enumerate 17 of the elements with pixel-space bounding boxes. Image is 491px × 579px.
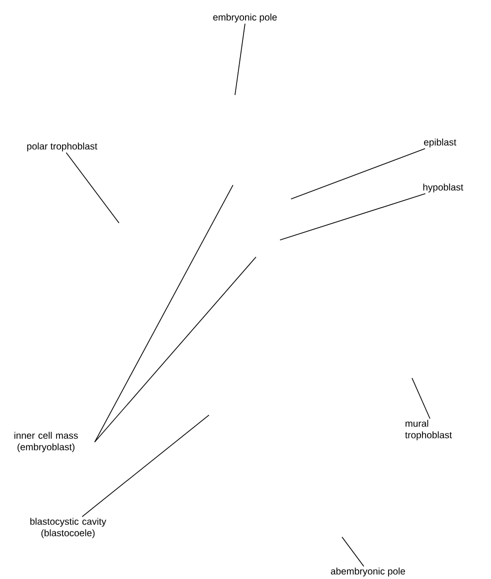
leader-line — [82, 414, 210, 518]
leader-line — [342, 536, 364, 567]
label-text: abembryonic pole — [330, 568, 406, 576]
label-text: embryonic pole — [213, 14, 277, 22]
leader-line — [66, 152, 120, 224]
label-text: blastocystic cavity (blastocoele) — [30, 518, 106, 538]
label-text: epiblast — [424, 138, 456, 148]
label-text: hypoblast — [423, 184, 464, 192]
label-text: polar trophoblast — [27, 142, 98, 152]
leader-line — [94, 184, 234, 442]
leader-line — [280, 193, 426, 240]
label-text: mural trophoblast — [405, 420, 452, 440]
leader-line — [412, 378, 430, 420]
leader-line — [94, 256, 256, 442]
leader-line — [234, 23, 246, 96]
label-text: inner cell mass (embryoblast) — [14, 432, 78, 452]
leader-line — [290, 148, 426, 200]
